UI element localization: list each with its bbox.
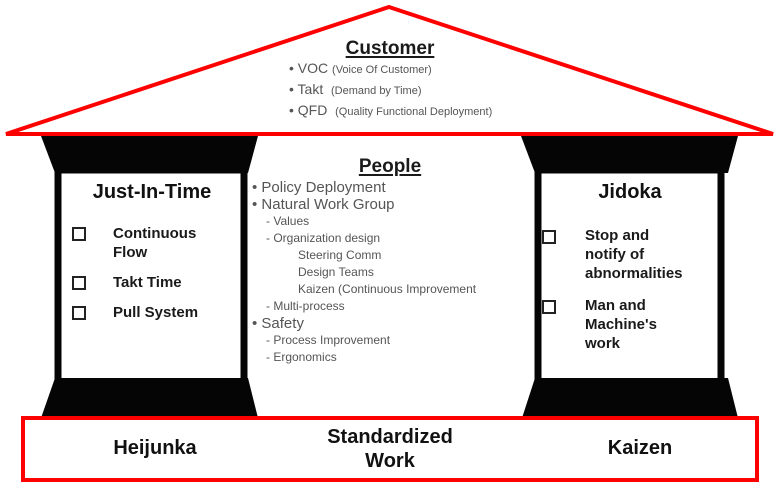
- customer-item: • VOC (Voice Of Customer): [289, 60, 432, 76]
- people-line: - Multi-process: [266, 299, 345, 313]
- jit-item-line: Flow: [113, 244, 148, 261]
- jidoka-item-line: work: [585, 335, 621, 352]
- foundation-heijunka: Heijunka: [113, 437, 197, 459]
- jit-item-takt-time: Takt Time: [113, 274, 182, 291]
- checkbox-icon: [542, 230, 556, 244]
- jit-item-continuous-flow: Continuous Flow: [113, 224, 196, 262]
- people-line: Steering Comm: [298, 248, 382, 262]
- jidoka-item-line: abnormalities: [585, 265, 683, 282]
- jidoka-item-line: Man and: [585, 297, 646, 314]
- checkbox-icon: [542, 300, 556, 314]
- left-pillar-capital: [41, 136, 258, 173]
- customer-item: • Takt (Demand by Time): [289, 81, 422, 97]
- customer-list: • VOC (Voice Of Customer) • Takt (Demand…: [289, 59, 589, 122]
- people-line: - Values: [266, 214, 310, 228]
- people-line: - Organization design: [266, 231, 381, 245]
- foundation-center-line: Work: [365, 450, 415, 472]
- checkbox-icon: [72, 276, 86, 290]
- people-line: • Natural Work Group: [252, 196, 395, 213]
- checkbox-icon: [72, 227, 86, 241]
- people-line: Design Teams: [298, 265, 374, 279]
- people-line: Kaizen (Continuous Improvement: [298, 282, 477, 296]
- customer-item-main: VOC: [297, 60, 329, 76]
- customer-item-main: QFD: [297, 102, 328, 118]
- customer-item-sub: (Quality Functional Deployment): [335, 106, 493, 118]
- customer-item-main: Takt: [297, 81, 324, 97]
- foundation-standardized-work: Standardized Work: [290, 425, 490, 473]
- center-title: People: [358, 156, 422, 177]
- jit-item-pull-system: Pull System: [113, 304, 199, 321]
- right-pillar-capital: [521, 136, 738, 173]
- customer-item-sub: (Voice Of Customer): [332, 64, 432, 76]
- right-pillar-title: Jidoka: [598, 181, 662, 203]
- jidoka-item-line: notify of: [585, 246, 645, 263]
- jit-item-line: Continuous: [113, 225, 197, 242]
- customer-item: • QFD (Quality Functional Deployment): [289, 102, 493, 118]
- people-line: • Safety: [252, 315, 304, 332]
- left-pillar-base: [41, 378, 258, 418]
- right-pillar-shaft: [534, 166, 725, 386]
- jidoka-item-line: Stop and: [585, 227, 650, 244]
- checkbox-icon: [72, 306, 86, 320]
- left-pillar-shaft: [54, 166, 248, 386]
- roof-triangle: [5, 4, 774, 136]
- right-pillar-base: [522, 378, 738, 418]
- foundation-box: [21, 416, 759, 482]
- jidoka-item-man-and-machine: Man and Machine's work: [585, 296, 657, 353]
- left-pillar-title: Just-In-Time: [92, 181, 212, 203]
- jidoka-item-line: Machine's: [585, 316, 657, 333]
- people-list: • Policy Deployment • Natural Work Group…: [252, 179, 542, 366]
- people-line: - Process Improvement: [266, 333, 391, 347]
- jidoka-item-stop-and-notify: Stop and notify of abnormalities: [585, 226, 683, 283]
- foundation-center-line: Standardized: [327, 426, 453, 448]
- people-line: - Ergonomics: [266, 350, 337, 364]
- people-line: • Policy Deployment: [252, 179, 386, 196]
- customer-item-sub: (Demand by Time): [331, 85, 422, 97]
- roof-title: Customer: [345, 38, 435, 59]
- foundation-kaizen: Kaizen: [607, 437, 673, 459]
